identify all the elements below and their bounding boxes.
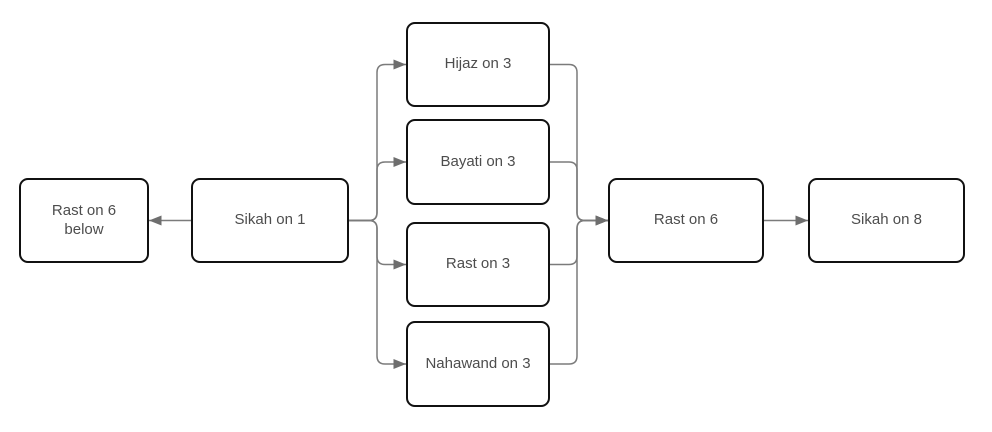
node-nahawand-on-3: Nahawand on 3 [406, 321, 550, 407]
node-rast-on-3-label: Rast on 3 [445, 255, 511, 273]
node-bayati-on-3: Bayati on 3 [406, 119, 550, 205]
node-hijaz-on-3: Hijaz on 3 [406, 22, 550, 107]
node-rast-on-6-below-label: Rast on 6 below [51, 201, 117, 238]
node-sikah-on-1: Sikah on 1 [191, 178, 349, 263]
node-nahawand-on-3-label: Nahawand on 3 [425, 354, 531, 372]
node-rast-on-6-label: Rast on 6 [653, 211, 719, 229]
node-rast-on-6: Rast on 6 [608, 178, 764, 263]
edge-nahawand3-to-rast6 [550, 215, 608, 365]
node-sikah-on-8: Sikah on 8 [808, 178, 965, 263]
edge-sikah1-to-bayati3 [349, 157, 406, 222]
node-sikah-on-8-label: Sikah on 8 [851, 211, 922, 229]
edge-bayati3-to-rast6 [550, 161, 608, 226]
edge-hijaz3-to-rast6 [550, 63, 608, 226]
edge-rast3-to-rast6 [550, 215, 608, 266]
node-hijaz-on-3-label: Hijaz on 3 [444, 55, 512, 73]
node-sikah-on-1-label: Sikah on 1 [234, 211, 306, 229]
node-rast-on-6-below: Rast on 6 below [19, 178, 149, 263]
edge-sikah1-to-nahawand3 [349, 219, 406, 369]
node-rast-on-3: Rast on 3 [406, 222, 550, 307]
node-bayati-on-3-label: Bayati on 3 [440, 152, 516, 170]
